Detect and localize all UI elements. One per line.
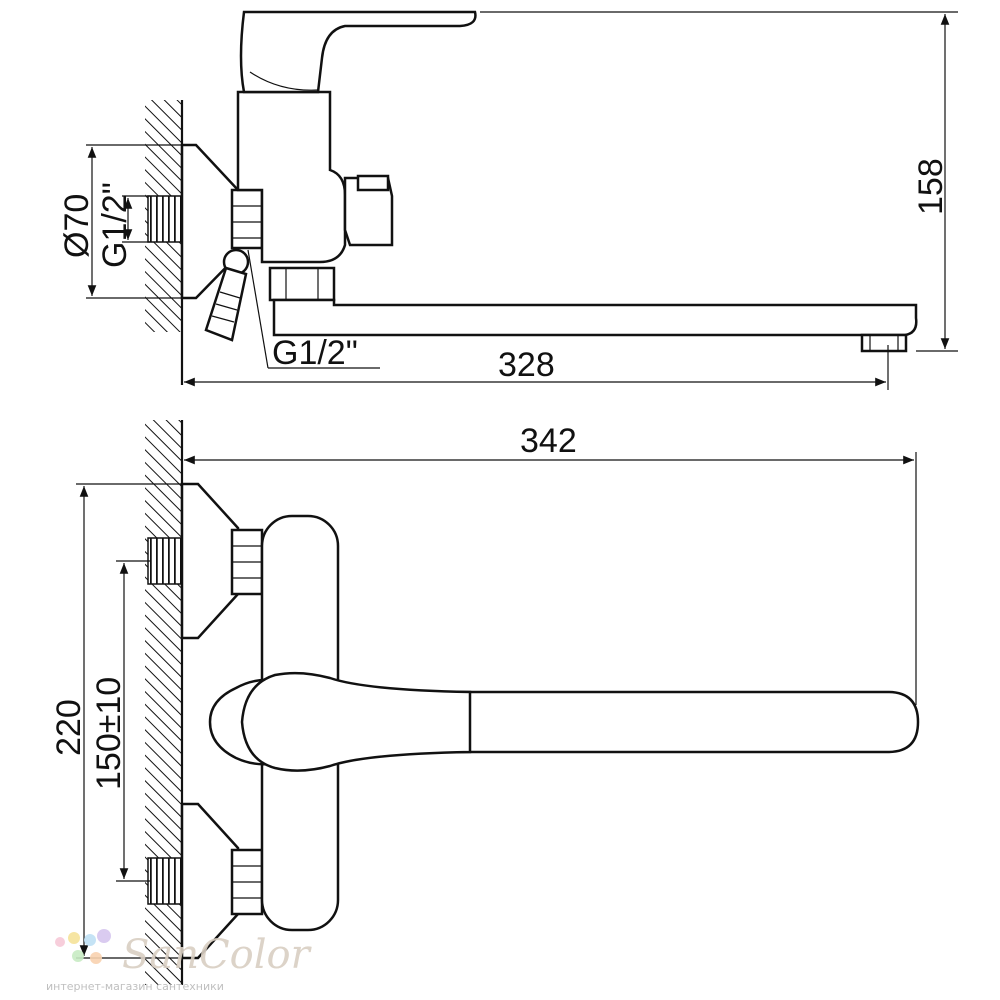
inlet-thread-upper bbox=[147, 537, 183, 585]
watermark-dot bbox=[84, 934, 96, 946]
flange-upper-top bbox=[180, 482, 240, 640]
body-height-label: 220 bbox=[50, 699, 88, 756]
eccentric-nut-side bbox=[230, 188, 264, 250]
shower-hose-outlet bbox=[204, 266, 248, 342]
inlet-thread-lower bbox=[147, 857, 183, 905]
watermark-dot bbox=[68, 932, 80, 944]
inlet-thread-side bbox=[147, 195, 183, 243]
side-length-label: 328 bbox=[498, 346, 555, 384]
top-length-label: 342 bbox=[520, 422, 577, 460]
height-total-label: 158 bbox=[912, 158, 950, 215]
outlet-thread-label: G1/2" bbox=[272, 334, 358, 372]
spout-side bbox=[272, 298, 918, 337]
watermark: SanColor интернет-магазин сантехники bbox=[46, 929, 313, 993]
spout-nut-side bbox=[268, 266, 336, 302]
watermark-tagline: интернет-магазин сантехники bbox=[46, 980, 224, 993]
side-view: G1/2" 158 328 Ø70 G1/2" bbox=[58, 10, 958, 390]
watermark-dot bbox=[72, 950, 84, 962]
aerator-side bbox=[860, 333, 908, 353]
center-distance-label: 150±10 bbox=[90, 677, 128, 790]
watermark-dot bbox=[97, 929, 111, 943]
top-view: 342 220 150±10 bbox=[50, 420, 920, 985]
watermark-name: SanColor bbox=[122, 932, 313, 978]
watermark-dot bbox=[90, 952, 102, 964]
watermark-dot bbox=[55, 937, 65, 947]
flange-diameter-label: Ø70 bbox=[58, 194, 96, 258]
lever-handle-side bbox=[239, 10, 477, 94]
mixer-body-side bbox=[236, 90, 347, 264]
inlet-thread-label: G1/2" bbox=[96, 182, 134, 268]
